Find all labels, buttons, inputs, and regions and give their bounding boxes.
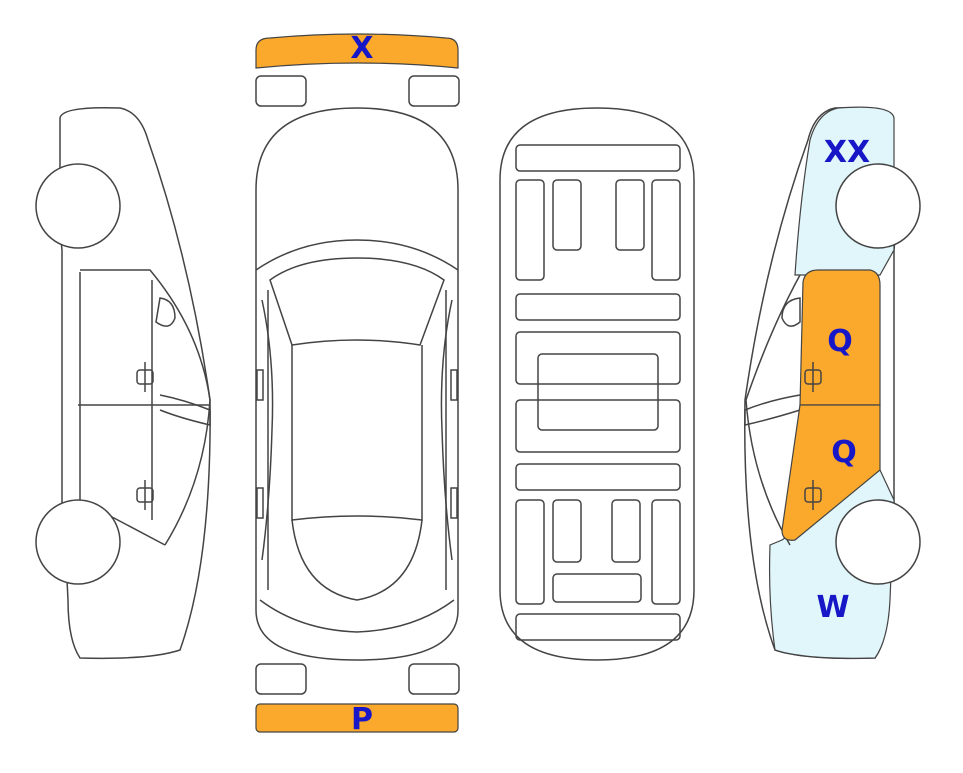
- right-rear-quarter-label: W: [816, 590, 849, 625]
- right-rear-door-handle: [804, 480, 822, 510]
- right-front-fender-label: XX: [824, 135, 870, 170]
- left-rear-door-handle: [136, 480, 154, 510]
- rear-bumper-label: P: [351, 702, 373, 737]
- right-rear-wheel: [835, 499, 921, 585]
- right-rear-door-label: Q: [831, 435, 857, 470]
- right-rear-door: [781, 404, 881, 541]
- front-right-light: [408, 75, 460, 107]
- right-front-door-label: Q: [827, 324, 853, 359]
- rear-bumper: [255, 703, 459, 733]
- front-bumper-label: X: [350, 31, 373, 66]
- front-bumper: [255, 33, 459, 69]
- left-front-door-handle: [136, 362, 154, 392]
- car-right-side-view: XX Q Q W: [744, 106, 921, 660]
- car-top-view: X P: [255, 31, 460, 737]
- front-left-light: [255, 75, 307, 107]
- rear-left-light: [255, 663, 307, 695]
- left-front-wheel: [35, 163, 121, 249]
- left-rear-wheel: [35, 499, 121, 585]
- car-left-side-view: [35, 106, 211, 660]
- right-front-door-handle: [804, 362, 822, 392]
- car-underbody-view: [499, 107, 695, 661]
- top-view-body: [255, 107, 459, 661]
- rear-right-light: [408, 663, 460, 695]
- right-front-wheel: [835, 163, 921, 249]
